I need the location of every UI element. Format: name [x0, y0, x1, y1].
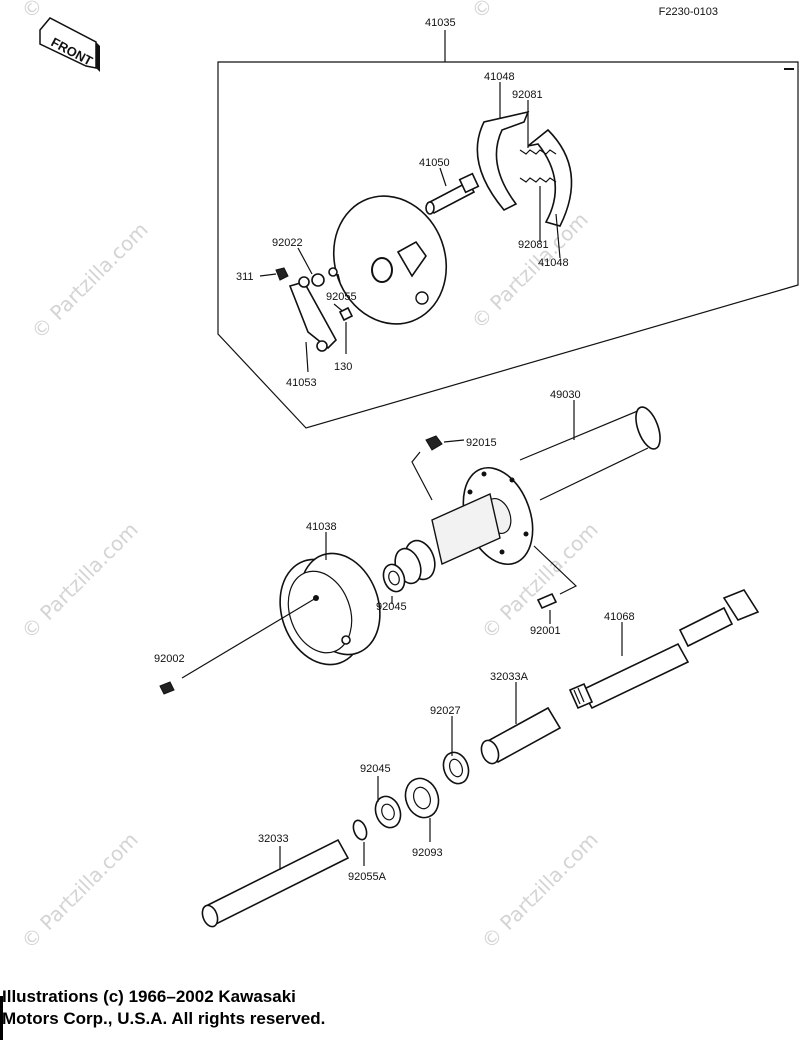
copyright-line: Motors Corp., U.S.A. All rights reserved…: [2, 1009, 326, 1028]
edge-mark: [784, 68, 794, 70]
part-number: 41035: [425, 17, 456, 29]
front-arrow-icon: FRONT: [39, 17, 100, 72]
axle-drum-assembly: 49030 92015 41038 92045 92001 41068 9200…: [154, 389, 760, 928]
part-number: 41038: [306, 521, 337, 533]
part-number: 92027: [430, 705, 461, 717]
part-number: 130: [334, 361, 352, 373]
camshaft: [425, 172, 480, 215]
part-number: 41048: [538, 257, 569, 269]
watermark: © Partzilla.com: [17, 517, 143, 643]
part-number: 92055: [326, 291, 357, 303]
part-number: 92045: [376, 601, 407, 613]
part-number: 32033A: [490, 671, 529, 683]
part-number: 311: [236, 271, 254, 283]
part-number: 92093: [412, 847, 443, 859]
part-number: 41050: [419, 157, 450, 169]
copyright-line: Illustrations (c) 1966–2002 Kawasaki: [2, 987, 296, 1006]
watermark: © Partzilla.com: [467, 207, 593, 333]
part-number: 92022: [272, 237, 303, 249]
copyright-notice: Illustrations (c) 1966–2002 Kawasaki Mot…: [2, 986, 325, 1030]
part-number: 92045: [360, 763, 391, 775]
part-number: 92015: [466, 437, 497, 449]
part-number: 92081: [512, 89, 543, 101]
watermark: © Partzilla.com: [27, 217, 153, 343]
part-number: 41068: [604, 611, 635, 623]
watermark: © Partzilla.com: [17, 827, 143, 953]
watermark: © Partzilla.com: [17, 0, 143, 24]
part-number: 92081: [518, 239, 549, 251]
part-number: 92055A: [348, 871, 387, 883]
part-number: 41053: [286, 377, 317, 389]
watermark: © Partzilla.com: [477, 827, 603, 953]
part-number: 92002: [154, 653, 185, 665]
part-number: 41048: [484, 71, 515, 83]
diagram-code: F2230-0103: [658, 6, 718, 18]
part-number: 49030: [550, 389, 581, 401]
watermark: © Partzilla.com: [467, 0, 593, 24]
watermarks: © Partzilla.com © Partzilla.com © Partzi…: [17, 0, 603, 954]
margin-rule: [0, 996, 3, 1040]
brake-panel-assembly: 41035 41048 92081 41050 92022 311 92055 …: [217, 17, 799, 429]
part-number: 32033: [258, 833, 289, 845]
part-number: 92001: [530, 625, 561, 637]
